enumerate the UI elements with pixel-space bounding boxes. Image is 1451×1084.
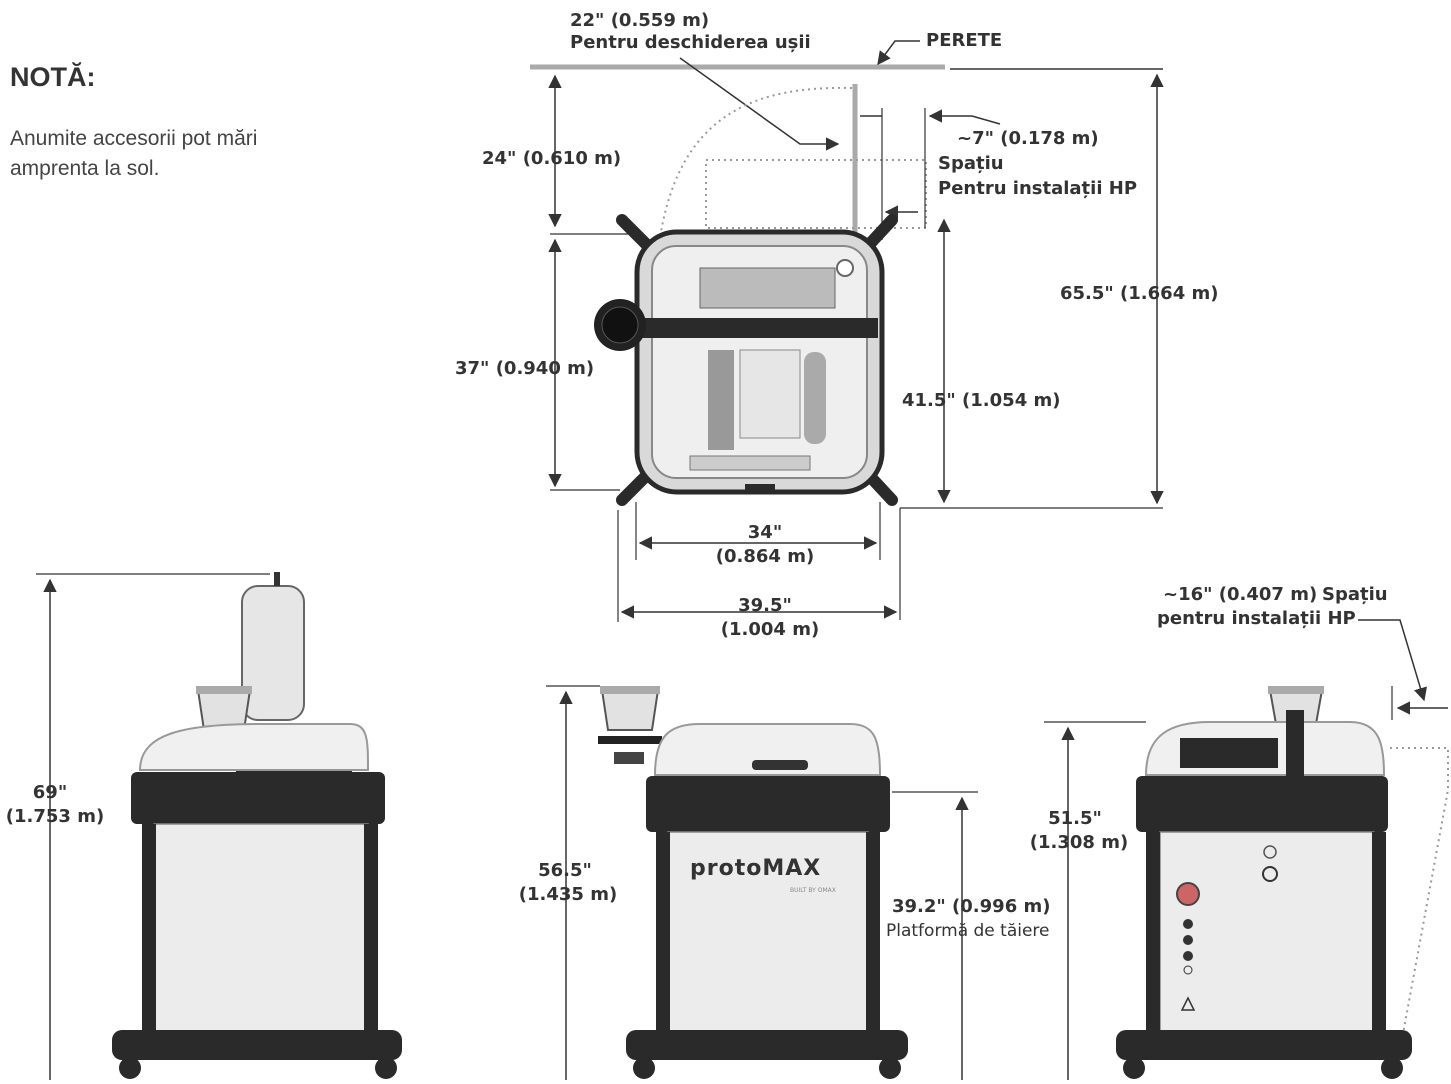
front-view xyxy=(546,685,978,1080)
door-clearance-label: Pentru deschiderea ușii xyxy=(570,32,811,53)
deck-label: Platformă de tăiere xyxy=(886,921,1050,941)
width-outer-value: 39.5" xyxy=(738,595,792,616)
machine-top xyxy=(594,214,898,506)
front-height-metric: (1.435 m) xyxy=(518,884,618,905)
top-view xyxy=(530,40,1164,622)
machine-depth-label: 37" (0.940 m) xyxy=(455,358,595,379)
hp-space-area xyxy=(705,159,927,229)
wall-leader xyxy=(877,40,920,66)
hp-space-word: Spațiu xyxy=(938,153,1004,174)
back-hp-space-word: Spațiu xyxy=(1322,584,1388,605)
brand-logo: protoMAX xyxy=(690,856,822,881)
hp-space-arrow xyxy=(928,109,1001,125)
door-swing-arc xyxy=(659,86,853,239)
back-view xyxy=(1044,619,1449,1080)
note-body: Anumite accesorii pot mări amprenta la s… xyxy=(10,127,258,180)
hp-space-label: Pentru instalații HP xyxy=(938,178,1138,199)
width-inner-metric: (0.864 m) xyxy=(715,546,815,567)
door-clearance-value: 22" (0.559 m) xyxy=(570,10,710,31)
width-inner-value: 34" xyxy=(747,522,783,543)
back-height-value: 51.5" xyxy=(1048,808,1102,829)
width-outer-metric: (1.004 m) xyxy=(720,619,820,640)
deck-height-value: 39.2" (0.996 m) xyxy=(892,896,1051,917)
hp-back-leader xyxy=(1358,619,1427,702)
side-height-value: 69" xyxy=(32,782,68,803)
back-hp-space-value: ~16" (0.407 m) xyxy=(1163,584,1318,605)
hp-space-value: ~7" (0.178 m) xyxy=(957,128,1099,149)
wall-label: PERETE xyxy=(926,30,1003,51)
note-title: NOTĂ: xyxy=(10,62,96,92)
brand-sub: BUILT BY OMAX xyxy=(790,887,836,894)
hp-back-space xyxy=(1390,747,1449,1051)
frame-depth-label: 41.5" (1.054 m) xyxy=(902,390,1061,411)
back-hp-space-label: pentru instalații HP xyxy=(1157,608,1356,629)
door-leader xyxy=(679,57,840,151)
side-height-metric: (1.753 m) xyxy=(5,806,105,827)
front-height-value: 56.5" xyxy=(538,860,592,881)
total-depth-label: 65.5" (1.664 m) xyxy=(1060,283,1219,304)
side-view xyxy=(36,572,402,1080)
depth-to-wall-label: 24" (0.610 m) xyxy=(482,148,622,169)
back-height-metric: (1.308 m) xyxy=(1029,832,1129,853)
